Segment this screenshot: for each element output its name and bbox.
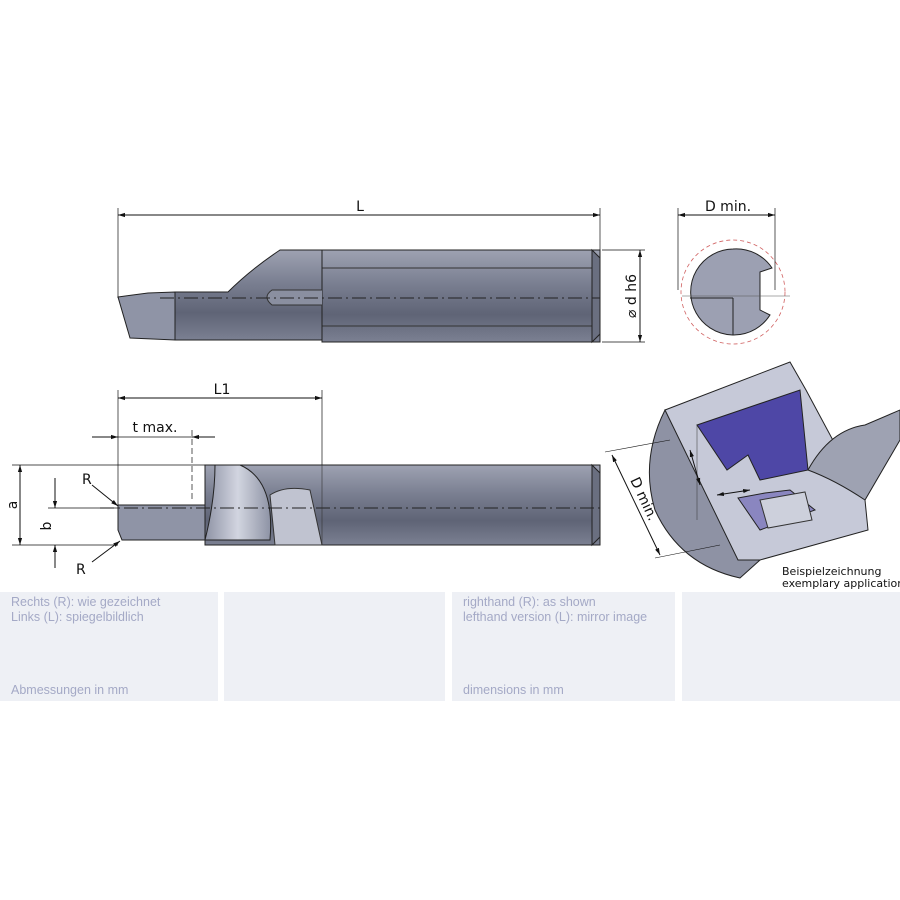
label-a: a: [5, 501, 21, 510]
tool-side-view-bottom: [100, 463, 601, 547]
dimension-a-b-R: a b R R: [5, 464, 205, 578]
dimension-L1: L1: [117, 382, 323, 505]
info-panel-empty-2: [682, 592, 900, 701]
panel-de-line1: Rechts (R): wie gezeichnet: [11, 595, 161, 609]
tool-side-view-top: [117, 248, 601, 344]
label-t-max: t max.: [133, 420, 178, 436]
caption-de: Beispielzeichnung: [782, 565, 881, 578]
caption-en: exemplary application: [782, 577, 900, 590]
label-L1: L1: [214, 382, 231, 398]
info-panel-empty-1: [224, 592, 445, 701]
label-R-bottom: R: [76, 562, 86, 578]
dimension-d-h6: ⌀ d h6: [602, 249, 645, 343]
iso-section-view: D min. Beispielzeichnung exemplary appli…: [604, 361, 900, 590]
panel-en-units: dimensions in mm: [463, 683, 564, 697]
tool-end-view: D min.: [677, 199, 790, 345]
label-d-h6: ⌀ d h6: [624, 274, 640, 318]
dimension-t-max: t max.: [92, 420, 215, 500]
info-panel-de: Rechts (R): wie gezeichnet Links (L): sp…: [0, 592, 218, 701]
panel-de-line2: Links (L): spiegelbildlich: [11, 610, 144, 624]
panel-de-units: Abmessungen in mm: [11, 683, 129, 697]
info-panel-en: righthand (R): as shown lefthand version…: [452, 592, 675, 701]
label-b: b: [39, 521, 55, 530]
dimension-L: L: [117, 199, 601, 298]
label-R-top: R: [82, 472, 92, 488]
panel-en-line1: righthand (R): as shown: [463, 595, 596, 609]
label-D-min-top: D min.: [705, 199, 751, 215]
label-L: L: [356, 199, 364, 215]
panel-en-line2: lefthand version (L): mirror image: [463, 610, 648, 624]
